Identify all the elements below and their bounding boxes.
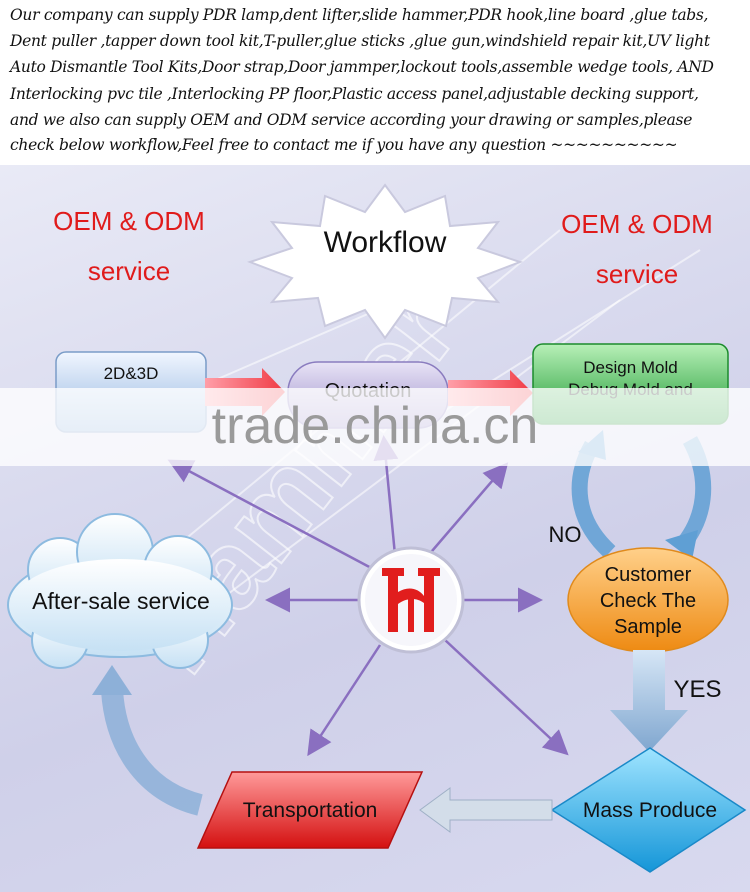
customer-check-line1: Customer <box>604 564 692 586</box>
intro-line-5: and we also can supply OEM and ODM servi… <box>10 111 693 129</box>
workflow-starburst <box>247 183 523 340</box>
arrow-produce-to-transport <box>419 787 553 833</box>
arrow-transport-to-aftersale <box>101 689 204 816</box>
intro-line-4: Interlocking pvc tile ,Interlocking PP f… <box>10 85 699 103</box>
arrow-design-to-customer-head <box>665 530 698 560</box>
hammer-logo <box>357 546 465 654</box>
arrow-transport-to-aftersale-head <box>92 665 132 695</box>
intro-line-2: Dent puller ,tapper down tool kit,T-pull… <box>10 32 710 50</box>
intro-text-block: Our company can supply PDR lamp,dent lif… <box>0 0 750 165</box>
label-no: NO <box>548 522 582 547</box>
step-design-label-1: Design Mold <box>583 358 678 377</box>
label-yes: YES <box>673 676 722 703</box>
oem-odm-right-line2: service <box>595 259 679 289</box>
after-sale-cloud <box>7 513 233 669</box>
workflow-title: Workflow <box>323 226 447 259</box>
intro-line-3: Auto Dismantle Tool Kits,Door strap,Door… <box>10 58 714 76</box>
transportation-label: Transportation <box>242 799 378 822</box>
oem-odm-left-line1: OEM & ODM <box>53 206 205 236</box>
oem-odm-right-line1: OEM & ODM <box>561 209 713 239</box>
watermark-text: trade.china.cn <box>211 397 539 455</box>
mass-produce-diamond <box>550 747 747 873</box>
intro-line-1: Our company can supply PDR lamp,dent lif… <box>10 6 709 24</box>
step-2d3d-label: 2D&3D <box>103 364 159 383</box>
transportation-shape <box>196 771 424 849</box>
mass-produce-label: Mass Produce <box>582 799 718 822</box>
customer-check-line3: Sample <box>614 616 682 638</box>
oem-odm-left-line2: service <box>87 256 171 286</box>
arrow-yes-down <box>610 650 688 752</box>
customer-check-line2: Check The <box>599 590 697 612</box>
watermark-band <box>0 388 750 466</box>
after-sale-label: After-sale service <box>32 588 210 614</box>
intro-line-6: check below workflow,Feel free to contac… <box>10 136 678 154</box>
